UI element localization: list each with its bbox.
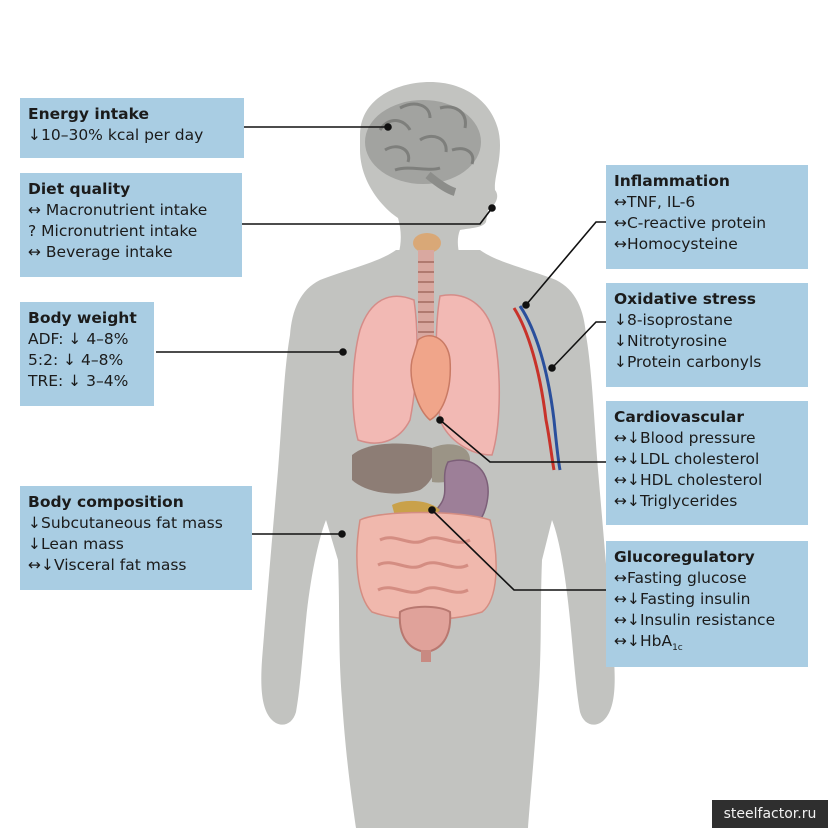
- body-weight-box: Body weight ADF: ↓ 4–8% 5:2: ↓ 4–8% TRE:…: [20, 302, 154, 406]
- cardiovascular-line-4: ↔↓Triglycerides: [614, 492, 738, 510]
- glucoregulatory-line-2: ↔↓Fasting insulin: [614, 590, 751, 608]
- glucoregulatory-line-4: ↔↓HbA1c: [614, 631, 800, 659]
- oxidative-stress-line-3: ↓Protein carbonyls: [614, 353, 762, 371]
- diet-quality-box: Diet quality ↔ Macronutrient intake ? Mi…: [20, 173, 242, 277]
- body-composition-line-3: ↔↓Visceral fat mass: [28, 556, 187, 574]
- body-weight-line-1: ADF: ↓ 4–8%: [28, 330, 129, 348]
- body-composition-line-2: ↓Lean mass: [28, 535, 124, 553]
- bladder: [398, 605, 452, 662]
- connector-glucoregulatory: [431, 509, 606, 591]
- diet-quality-line-3: ↔ Beverage intake: [28, 243, 173, 261]
- inflammation-line-2: ↔C-reactive protein: [614, 214, 767, 232]
- inflammation-line-1: ↔TNF, IL-6: [614, 193, 696, 211]
- glucoregulatory-line-1: ↔Fasting glucose: [614, 569, 747, 587]
- cardiovascular-line-2: ↔↓LDL cholesterol: [614, 450, 760, 468]
- inflammation-title: Inflammation: [614, 172, 730, 190]
- energy-intake-line-1: ↓10–30% kcal per day: [28, 126, 204, 144]
- body-weight-line-3: TRE: ↓ 3–4%: [28, 372, 129, 390]
- brain: [365, 100, 481, 196]
- cardiovascular-box: Cardiovascular ↔↓Blood pressure ↔↓LDL ch…: [606, 401, 808, 525]
- glucoregulatory-hba-text: ↔↓HbA: [614, 632, 673, 650]
- body-weight-title: Body weight: [28, 309, 137, 327]
- body-composition-line-1: ↓Subcutaneous fat mass: [28, 514, 223, 532]
- glucoregulatory-title: Glucoregulatory: [614, 548, 755, 566]
- cardiovascular-title: Cardiovascular: [614, 408, 744, 426]
- diet-quality-line-2: ? Micronutrient intake: [28, 222, 198, 240]
- diet-quality-title: Diet quality: [28, 180, 131, 198]
- inflammation-line-3: ↔Homocysteine: [614, 235, 738, 253]
- connector-inflammation: [525, 221, 606, 306]
- connector-oxidative: [551, 321, 606, 369]
- energy-intake-title: Energy intake: [28, 105, 149, 123]
- oxidative-stress-line-1: ↓8-isoprostane: [614, 311, 733, 329]
- intestines: [356, 511, 497, 621]
- diet-quality-line-1: ↔ Macronutrient intake: [28, 201, 208, 219]
- connector-diet: [242, 207, 493, 225]
- glucoregulatory-line-3: ↔↓Insulin resistance: [614, 611, 776, 629]
- connector-lines: [156, 123, 606, 591]
- lungs: [352, 294, 500, 456]
- body-weight-line-2: 5:2: ↓ 4–8%: [28, 351, 124, 369]
- oxidative-stress-line-2: ↓Nitrotyrosine: [614, 332, 727, 350]
- cardiovascular-line-3: ↔↓HDL cholesterol: [614, 471, 763, 489]
- oxidative-stress-box: Oxidative stress ↓8-isoprostane ↓Nitroty…: [606, 283, 808, 387]
- watermark: steelfactor.ru: [712, 800, 828, 828]
- oxidative-stress-title: Oxidative stress: [614, 290, 757, 308]
- connector-cardiovascular: [439, 419, 606, 463]
- heart: [410, 335, 452, 421]
- hba-subscript: 1c: [672, 643, 683, 654]
- inflammation-box: Inflammation ↔TNF, IL-6 ↔C-reactive prot…: [606, 165, 808, 269]
- body-composition-title: Body composition: [28, 493, 184, 511]
- energy-intake-box: Energy intake ↓10–30% kcal per day: [20, 98, 244, 158]
- glucoregulatory-box: Glucoregulatory ↔Fasting glucose ↔↓Fasti…: [606, 541, 808, 667]
- cardiovascular-line-1: ↔↓Blood pressure: [614, 429, 756, 447]
- arm-blood-vessels: [512, 305, 562, 471]
- body-composition-box: Body composition ↓Subcutaneous fat mass …: [20, 486, 252, 590]
- trachea: [413, 233, 441, 350]
